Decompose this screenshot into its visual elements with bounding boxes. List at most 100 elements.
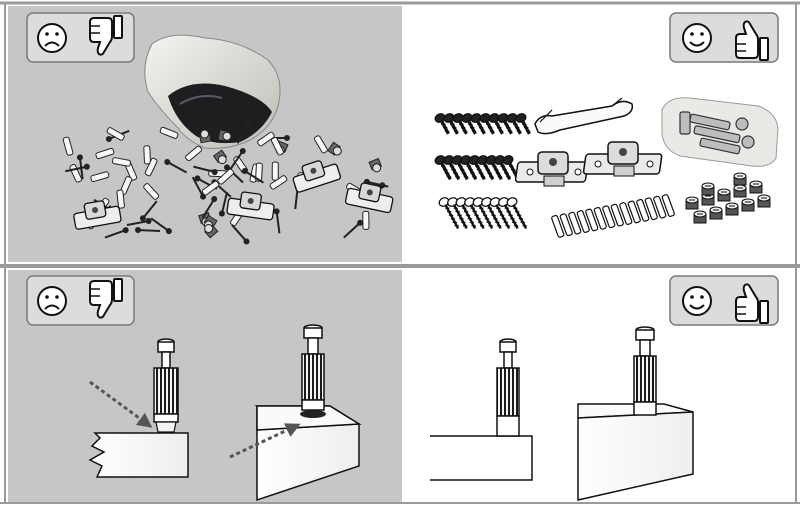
- loose-part: [201, 196, 218, 219]
- gap-indicator-arrow: [89, 380, 153, 428]
- loose-part: [104, 227, 129, 239]
- thumbs-up-icon: [735, 283, 769, 324]
- thumbs-up-icon: [735, 20, 769, 61]
- screw: [506, 113, 522, 135]
- loose-part: [241, 167, 264, 184]
- smile-face-icon: [682, 286, 712, 316]
- loose-part: [231, 224, 250, 245]
- screw: [447, 197, 468, 230]
- wooden-dowel: [559, 213, 573, 237]
- thumbs-down-icon: [89, 278, 123, 319]
- loose-part: [362, 210, 370, 230]
- loose-part: [327, 141, 342, 156]
- wooden-dowel: [653, 195, 667, 219]
- loose-part: [116, 189, 125, 209]
- cam-lock: [733, 172, 747, 186]
- wooden-dowel: [576, 210, 590, 233]
- loose-part: [76, 154, 84, 180]
- wooden-dowel: [661, 194, 675, 217]
- loose-hinge: [344, 182, 394, 214]
- cam-lock: [725, 202, 739, 216]
- screw: [443, 113, 459, 135]
- board-perspective-view: [254, 405, 362, 502]
- screw: [479, 113, 495, 135]
- loose-part: [343, 219, 364, 239]
- loose-part: [204, 224, 219, 239]
- screw: [434, 155, 452, 181]
- wooden-dowel: [593, 206, 607, 230]
- loose-part: [313, 135, 328, 154]
- cam-lock: [685, 196, 699, 210]
- loose-part: [193, 165, 218, 176]
- cam-lock-cluster: [685, 172, 771, 224]
- cam-lock: [693, 210, 707, 224]
- loose-part: [217, 168, 235, 185]
- gap-indicator-arrow: [229, 423, 301, 459]
- dowel-cam-bolt: [496, 338, 520, 437]
- loose-part: [150, 217, 172, 235]
- wooden-dowel: [644, 197, 658, 221]
- wooden-dowel: [610, 203, 624, 227]
- screw-row-black: [434, 155, 520, 181]
- screw: [434, 113, 450, 135]
- screw: [485, 155, 503, 181]
- wooden-dowel-row: [551, 194, 675, 238]
- dowel-cam-bolt: [633, 326, 657, 416]
- wooden-dowel: [602, 205, 616, 229]
- verdict-badge-bad: [26, 12, 135, 63]
- loose-part: [106, 127, 125, 141]
- loose-hinge: [292, 160, 342, 193]
- verdict-badge-good: [669, 12, 779, 63]
- wooden-dowel: [636, 198, 650, 222]
- screw: [460, 155, 478, 181]
- screw: [506, 197, 528, 230]
- loose-part: [273, 208, 281, 234]
- loose-part: [62, 136, 74, 156]
- screw: [452, 113, 468, 135]
- screw: [443, 155, 461, 181]
- loose-part: [95, 147, 115, 160]
- loose-part: [111, 157, 132, 167]
- cam-lock: [741, 198, 755, 212]
- cabinet-hinge: [582, 141, 663, 177]
- loose-part: [143, 145, 151, 165]
- bagged-parts: [661, 97, 779, 167]
- sorted-hardware-set: [434, 97, 779, 238]
- screw: [498, 197, 519, 230]
- loose-part: [144, 157, 158, 177]
- cam-lock: [749, 180, 763, 194]
- screw: [470, 113, 486, 135]
- loose-hinge: [226, 191, 275, 221]
- dowel-flush-scene: [430, 326, 694, 501]
- cam-lock: [717, 188, 731, 202]
- screw-row-long: [438, 197, 528, 230]
- cabinet-hinge: [514, 151, 589, 187]
- loose-part: [217, 129, 232, 142]
- loose-part: [270, 136, 284, 156]
- loose-part: [236, 120, 251, 144]
- screw: [464, 197, 485, 230]
- loose-part: [185, 145, 203, 162]
- loose-part: [159, 126, 179, 139]
- loose-part: [139, 200, 158, 222]
- dowel-cam-bolt: [300, 324, 326, 418]
- loose-hardware-pile: [62, 120, 394, 245]
- loose-part: [271, 161, 279, 181]
- loose-part: [368, 157, 383, 173]
- loose-part: [201, 180, 220, 196]
- wooden-dowel: [619, 202, 633, 225]
- cam-lock: [757, 194, 771, 208]
- frown-face-icon: [37, 23, 67, 53]
- cabinet-handle: [534, 97, 634, 135]
- board-front-view: [430, 435, 533, 481]
- board-front-view: [88, 432, 189, 478]
- loose-part: [135, 226, 161, 233]
- loose-part: [212, 149, 228, 165]
- loose-part: [90, 171, 110, 183]
- wooden-dowel: [627, 200, 641, 224]
- smile-face-icon: [682, 23, 712, 53]
- frown-face-icon: [37, 286, 67, 316]
